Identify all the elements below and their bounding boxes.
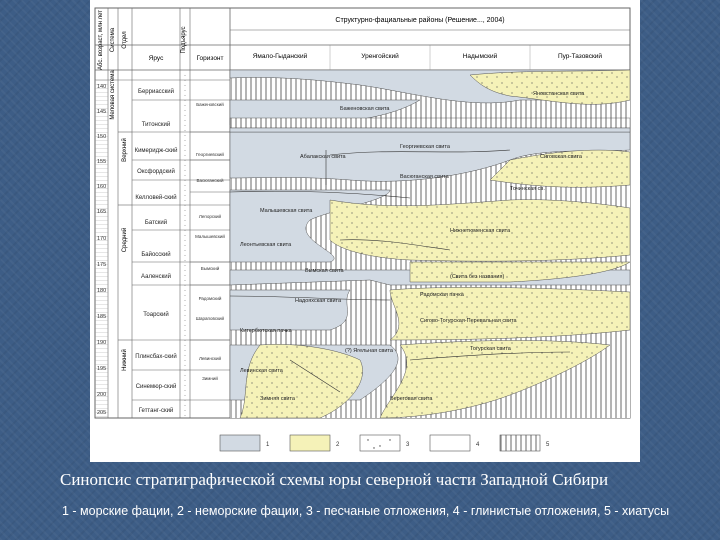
nizhnetyum-fm: [329, 199, 631, 262]
legend-label: 2: [336, 442, 340, 448]
label-lower: Нижний: [121, 349, 128, 371]
label-yangod: (?) Ягельная свита: [345, 348, 394, 354]
horizon-label: Малышевский: [195, 233, 225, 239]
age-label: 140: [97, 84, 106, 90]
stage-label: Кимеридж-ский: [135, 147, 178, 154]
age-label: 185: [97, 314, 106, 320]
label-system: Меловая система: [110, 70, 116, 120]
label-radomsk: Радомская пачка: [420, 292, 465, 298]
horizon-label: Вымский: [201, 265, 220, 271]
age-label: 190: [97, 340, 106, 346]
label-unnamed: (Свита без названия): [450, 274, 504, 280]
horizon-label: Георгиевский: [196, 151, 224, 157]
age-label: 155: [97, 159, 106, 165]
legend-swatch-clay: [429, 434, 471, 452]
age-label: 175: [97, 262, 106, 268]
col-horizon: Горизонт: [196, 55, 223, 62]
legend-swatch-nonmarine: [289, 434, 331, 452]
label-vym: Вымская свита: [305, 268, 344, 274]
horizon-label: Радомский: [199, 295, 222, 301]
legend-label: 4: [476, 442, 480, 448]
header-main: Структурно-фациальные районы (Решение...…: [335, 16, 504, 24]
horizon-label: Шараповский: [196, 315, 225, 321]
age-label: 195: [97, 366, 106, 372]
label-sigovs2: Сигово-Тогурская-Перевальная свита: [420, 318, 518, 324]
label-vasyugan: Васюганская свита: [400, 174, 450, 180]
stage-label: Берриасский: [138, 88, 174, 95]
stage-label: Геттанг-ский: [139, 407, 174, 414]
yanovstan-fm: [469, 69, 631, 105]
age-label: 170: [97, 236, 106, 242]
label-upper: Верхний: [121, 138, 128, 162]
horizon-label: Левинский: [199, 355, 222, 361]
formation-labels: Яновстанская свита Баженовская свита Аба…: [240, 91, 585, 402]
col-stage: Ярус: [149, 55, 164, 62]
legend-label: 1: [266, 442, 270, 448]
age-label: 160: [97, 184, 106, 190]
slide-title: Синопсис стратиграфической схемы юры сев…: [60, 470, 609, 489]
horizon-label: Баженовский: [196, 101, 224, 107]
horizon-label: Лепорский: [199, 213, 222, 219]
legend: 1 2 3 4 5: [219, 434, 550, 452]
legend-swatch-sand: [359, 434, 401, 452]
stage-label: Оксфордский: [137, 168, 175, 175]
stage-label: Байосский: [141, 251, 170, 258]
legend-label: 5: [546, 442, 550, 448]
col-system: Система: [110, 27, 116, 52]
label-berezov: Береговая свита: [390, 396, 433, 402]
stratigraphy-figure: Абс. возраст, млн лет Система Отдел Ярус…: [90, 0, 640, 462]
legend-swatch-hiatus: [499, 434, 541, 452]
legend-swatch-marine: [219, 434, 261, 452]
region-1: Уренгойский: [361, 52, 399, 60]
label-leont: Леонтьевская свита: [240, 242, 292, 248]
label-yanovstan: Яновстанская свита: [533, 91, 585, 97]
label-abalak: Абалакская свита: [300, 154, 347, 160]
age-label: 145: [97, 109, 106, 115]
stage-label: Синемюр-ский: [136, 383, 177, 390]
col-division: Отдел: [122, 31, 128, 49]
horizon-names: Баженовский Георгиевский Васюганский Леп…: [195, 101, 225, 381]
label-kiterbyut: Китербютская пачка: [240, 328, 293, 334]
label-sigov: Сиговская свита: [540, 154, 583, 160]
horizon-label: Васюганский: [197, 177, 224, 183]
stage-label: Батский: [145, 219, 167, 226]
stage-label: Титонский: [142, 121, 170, 128]
col-abs-age: Абс. возраст, млн лет: [98, 10, 104, 70]
stage-label: Ааленский: [141, 273, 171, 280]
region-3: Пур-Тазовский: [558, 52, 602, 60]
label-middle: Средний: [121, 228, 128, 252]
label-levin: Левинская свита: [240, 368, 284, 374]
stage-names: Берриасский Титонский Кимеридж-ский Оксф…: [135, 88, 178, 414]
region-2: Надымский: [463, 52, 498, 60]
label-zimnyaya: Зимняя свита: [260, 396, 296, 402]
legend-label: 3: [406, 442, 410, 448]
age-label: 200: [97, 392, 106, 398]
age-label: 165: [97, 209, 106, 215]
slide-caption: 1 - морские фации, 2 - неморские фации, …: [62, 504, 670, 518]
age-scale: 140 145 150 155 160 165 170 175 180 185 …: [97, 84, 106, 416]
stage-label: Келловей-ский: [135, 194, 176, 201]
label-togur: Тогурская свита: [470, 346, 512, 352]
region-0: Ямало-Гыданский: [253, 52, 308, 60]
age-label: 180: [97, 288, 106, 294]
stage-label: Плинсбах-ский: [135, 353, 176, 360]
label-tochin: Точинская св.: [510, 186, 545, 192]
age-label: 150: [97, 134, 106, 140]
label-nizhnetyum: Нижнетюменская свита: [450, 228, 511, 234]
stage-label: Тоарский: [143, 311, 169, 318]
label-maljshev: Малышевская свита: [260, 208, 313, 214]
label-georgiev: Георгиевская свита: [400, 144, 451, 150]
label-bazhenov: Баженовская свита: [340, 106, 390, 112]
horizon-label: Зимний: [202, 375, 218, 381]
label-nadoyakh: Надояхская свита: [295, 298, 342, 304]
age-label: 205: [97, 410, 106, 416]
col-subdiv: Подъярус: [181, 26, 187, 53]
